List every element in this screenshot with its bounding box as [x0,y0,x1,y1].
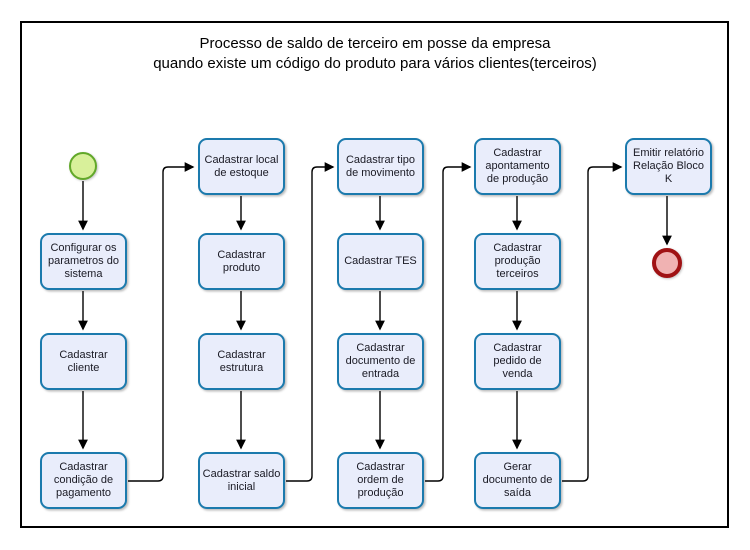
task-cadastrar-local-estoque: Cadastrar local de estoque [198,138,285,195]
task-cadastrar-apontamento-producao: Cadastrar apontamento de produção [474,138,561,195]
start-event-circle [69,152,97,180]
task-cadastrar-documento-entrada: Cadastrar documento de entrada [337,333,424,390]
end-event-circle [652,248,682,278]
task-cadastrar-estrutura: Cadastrar estrutura [198,333,285,390]
task-emitir-relatorio-relacao-bloco-k: Emitir relatório Relação Bloco K [625,138,712,195]
task-cadastrar-tipo-movimento: Cadastrar tipo de movimento [337,138,424,195]
diagram-title: Processo de saldo de terceiro em posse d… [0,34,750,74]
task-cadastrar-ordem-producao: Cadastrar ordem de produção [337,452,424,509]
diagram-title-line1: Processo de saldo de terceiro em posse d… [199,35,551,52]
task-cadastrar-tes: Cadastrar TES [337,233,424,290]
task-configurar-parametros-sistema: Configurar os parametros do sistema [40,233,127,290]
task-cadastrar-condicao-pagamento: Cadastrar condição de pagamento [40,452,127,509]
task-cadastrar-producao-terceiros: Cadastrar produção terceiros [474,233,561,290]
task-gerar-documento-saida: Gerar documento de saída [474,452,561,509]
task-cadastrar-pedido-venda: Cadastrar pedido de venda [474,333,561,390]
task-cadastrar-cliente: Cadastrar cliente [40,333,127,390]
task-cadastrar-produto: Cadastrar produto [198,233,285,290]
task-cadastrar-saldo-inicial: Cadastrar saldo inicial [198,452,285,509]
diagram-title-line2: quando existe um código do produto para … [153,55,597,72]
